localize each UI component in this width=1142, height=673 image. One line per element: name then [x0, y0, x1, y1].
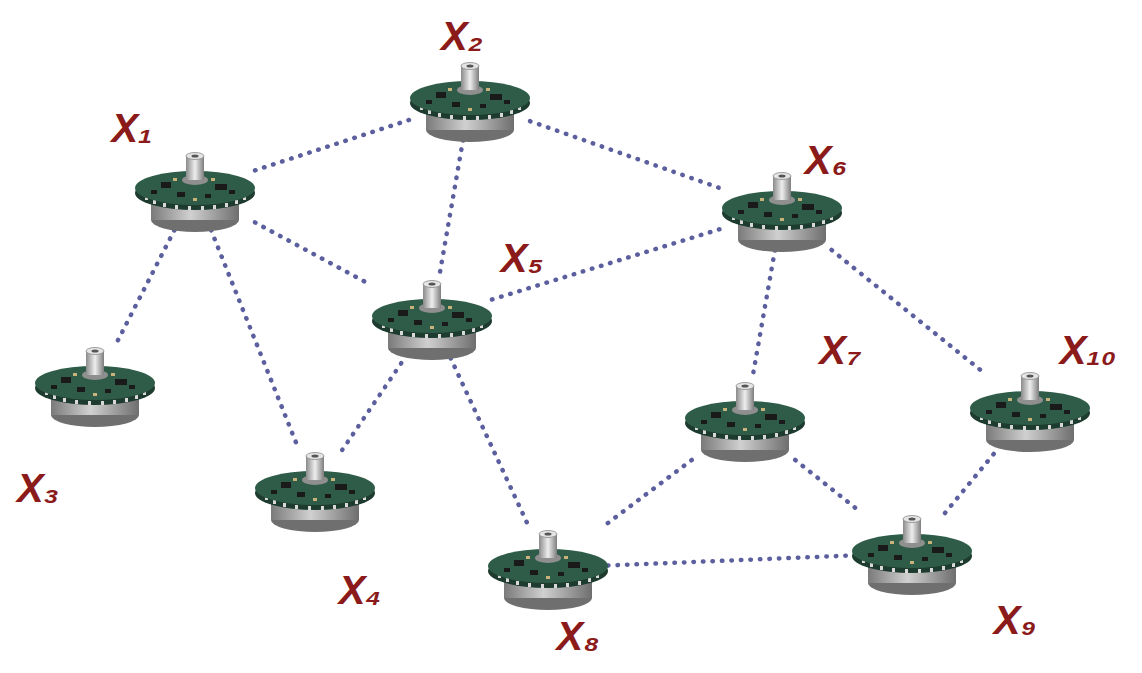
- sensor-mote: X₈: [486, 522, 610, 614]
- radio-link: [211, 230, 299, 450]
- sensor-mote: X₂: [408, 54, 532, 146]
- sensor-mote: X₃: [33, 339, 157, 431]
- radio-link: [945, 450, 997, 513]
- sensor-mote: X₄: [253, 444, 377, 536]
- sensor-mote: X₅: [370, 272, 494, 364]
- radio-link: [439, 140, 463, 278]
- node-label: X₂: [438, 15, 486, 57]
- mote-picture: [683, 374, 807, 466]
- node-label: X₄: [336, 569, 385, 611]
- node-label: X₃: [14, 467, 62, 509]
- radio-link: [608, 555, 852, 565]
- mote-picture: [33, 339, 157, 431]
- radio-link: [601, 460, 692, 528]
- radio-link: [255, 120, 410, 171]
- sensor-mote: X₉: [850, 507, 974, 599]
- sensor-mote: X₁: [133, 144, 257, 236]
- mote-picture: [850, 507, 974, 599]
- sensor-mote: X₁₀: [968, 364, 1092, 456]
- radio-link: [451, 358, 530, 528]
- radio-link: [255, 222, 372, 285]
- mote-picture: [133, 144, 257, 236]
- radio-link: [342, 358, 405, 450]
- mote-picture: [968, 364, 1092, 456]
- radio-link: [752, 250, 775, 380]
- mote-picture: [486, 522, 610, 614]
- node-label: X₁: [109, 107, 156, 149]
- radio-link: [116, 230, 175, 345]
- radio-link: [530, 121, 722, 189]
- mote-picture: [253, 444, 377, 536]
- node-label: X₅: [498, 237, 546, 279]
- node-label: X₈: [554, 615, 603, 657]
- mote-picture: [370, 272, 494, 364]
- node-label: X₁₀: [1057, 329, 1120, 371]
- node-label: X₇: [816, 329, 863, 371]
- node-label: X₆: [802, 139, 851, 181]
- radio-link: [492, 229, 722, 300]
- mote-picture: [408, 54, 532, 146]
- radio-link: [795, 460, 862, 513]
- sensor-mote: X₇: [683, 374, 807, 466]
- sensor-mote: X₆: [720, 164, 844, 256]
- node-label: X₉: [991, 599, 1039, 641]
